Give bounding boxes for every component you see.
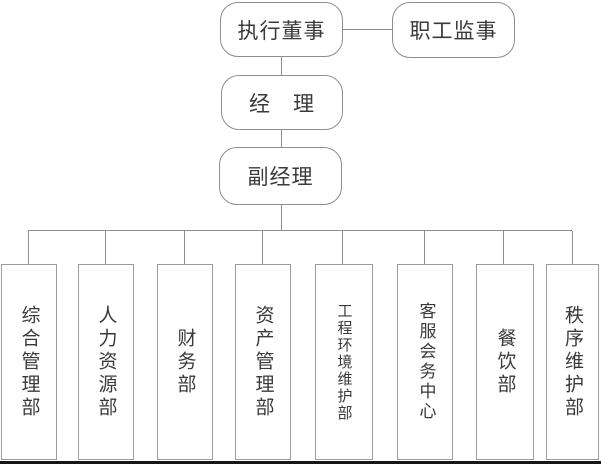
node-dept-order-maintenance: 秩序维护部 <box>546 264 599 460</box>
connector-director-manager <box>281 57 282 75</box>
connector-drop-2 <box>105 231 106 264</box>
connector-director-supervisor <box>343 29 392 30</box>
node-dept-finance: 财务部 <box>157 264 213 460</box>
node-manager: 经 理 <box>221 75 343 130</box>
connector-drop-7 <box>503 231 504 264</box>
dept-label: 人力资源部 <box>95 304 118 420</box>
connector-drop-6 <box>424 231 425 264</box>
dept-label: 秩序维护部 <box>562 304 584 420</box>
node-executive-director: 执行董事 <box>220 2 343 57</box>
connector-deputy-bus <box>281 204 282 230</box>
page-bottom-rule <box>0 461 601 464</box>
dept-label: 综合管理部 <box>18 304 41 420</box>
node-dept-engineering-environment-maintenance: 工程环境维护部 <box>315 264 373 460</box>
connector-drop-5 <box>342 231 343 264</box>
dept-label: 餐饮部 <box>494 327 517 397</box>
connector-drop-1 <box>28 231 29 264</box>
dept-label: 财务部 <box>174 327 197 397</box>
node-dept-catering: 餐饮部 <box>476 264 534 460</box>
connector-bus <box>28 230 572 231</box>
dept-label: 客服会务中心 <box>415 302 436 422</box>
dept-label: 资产管理部 <box>252 304 275 420</box>
connector-drop-8 <box>572 231 573 264</box>
connector-manager-deputy <box>281 130 282 147</box>
node-dept-human-resources: 人力资源部 <box>78 264 134 460</box>
node-staff-supervisor: 职工监事 <box>392 2 515 58</box>
connector-drop-3 <box>184 231 185 264</box>
connector-drop-4 <box>262 231 263 264</box>
node-dept-customer-service-conference-center: 客服会务中心 <box>397 264 453 460</box>
node-deputy-manager: 副经理 <box>219 147 342 205</box>
node-dept-general-management: 综合管理部 <box>1 264 57 460</box>
node-dept-asset-management: 资产管理部 <box>235 264 291 460</box>
dept-label: 工程环境维护部 <box>335 302 354 422</box>
